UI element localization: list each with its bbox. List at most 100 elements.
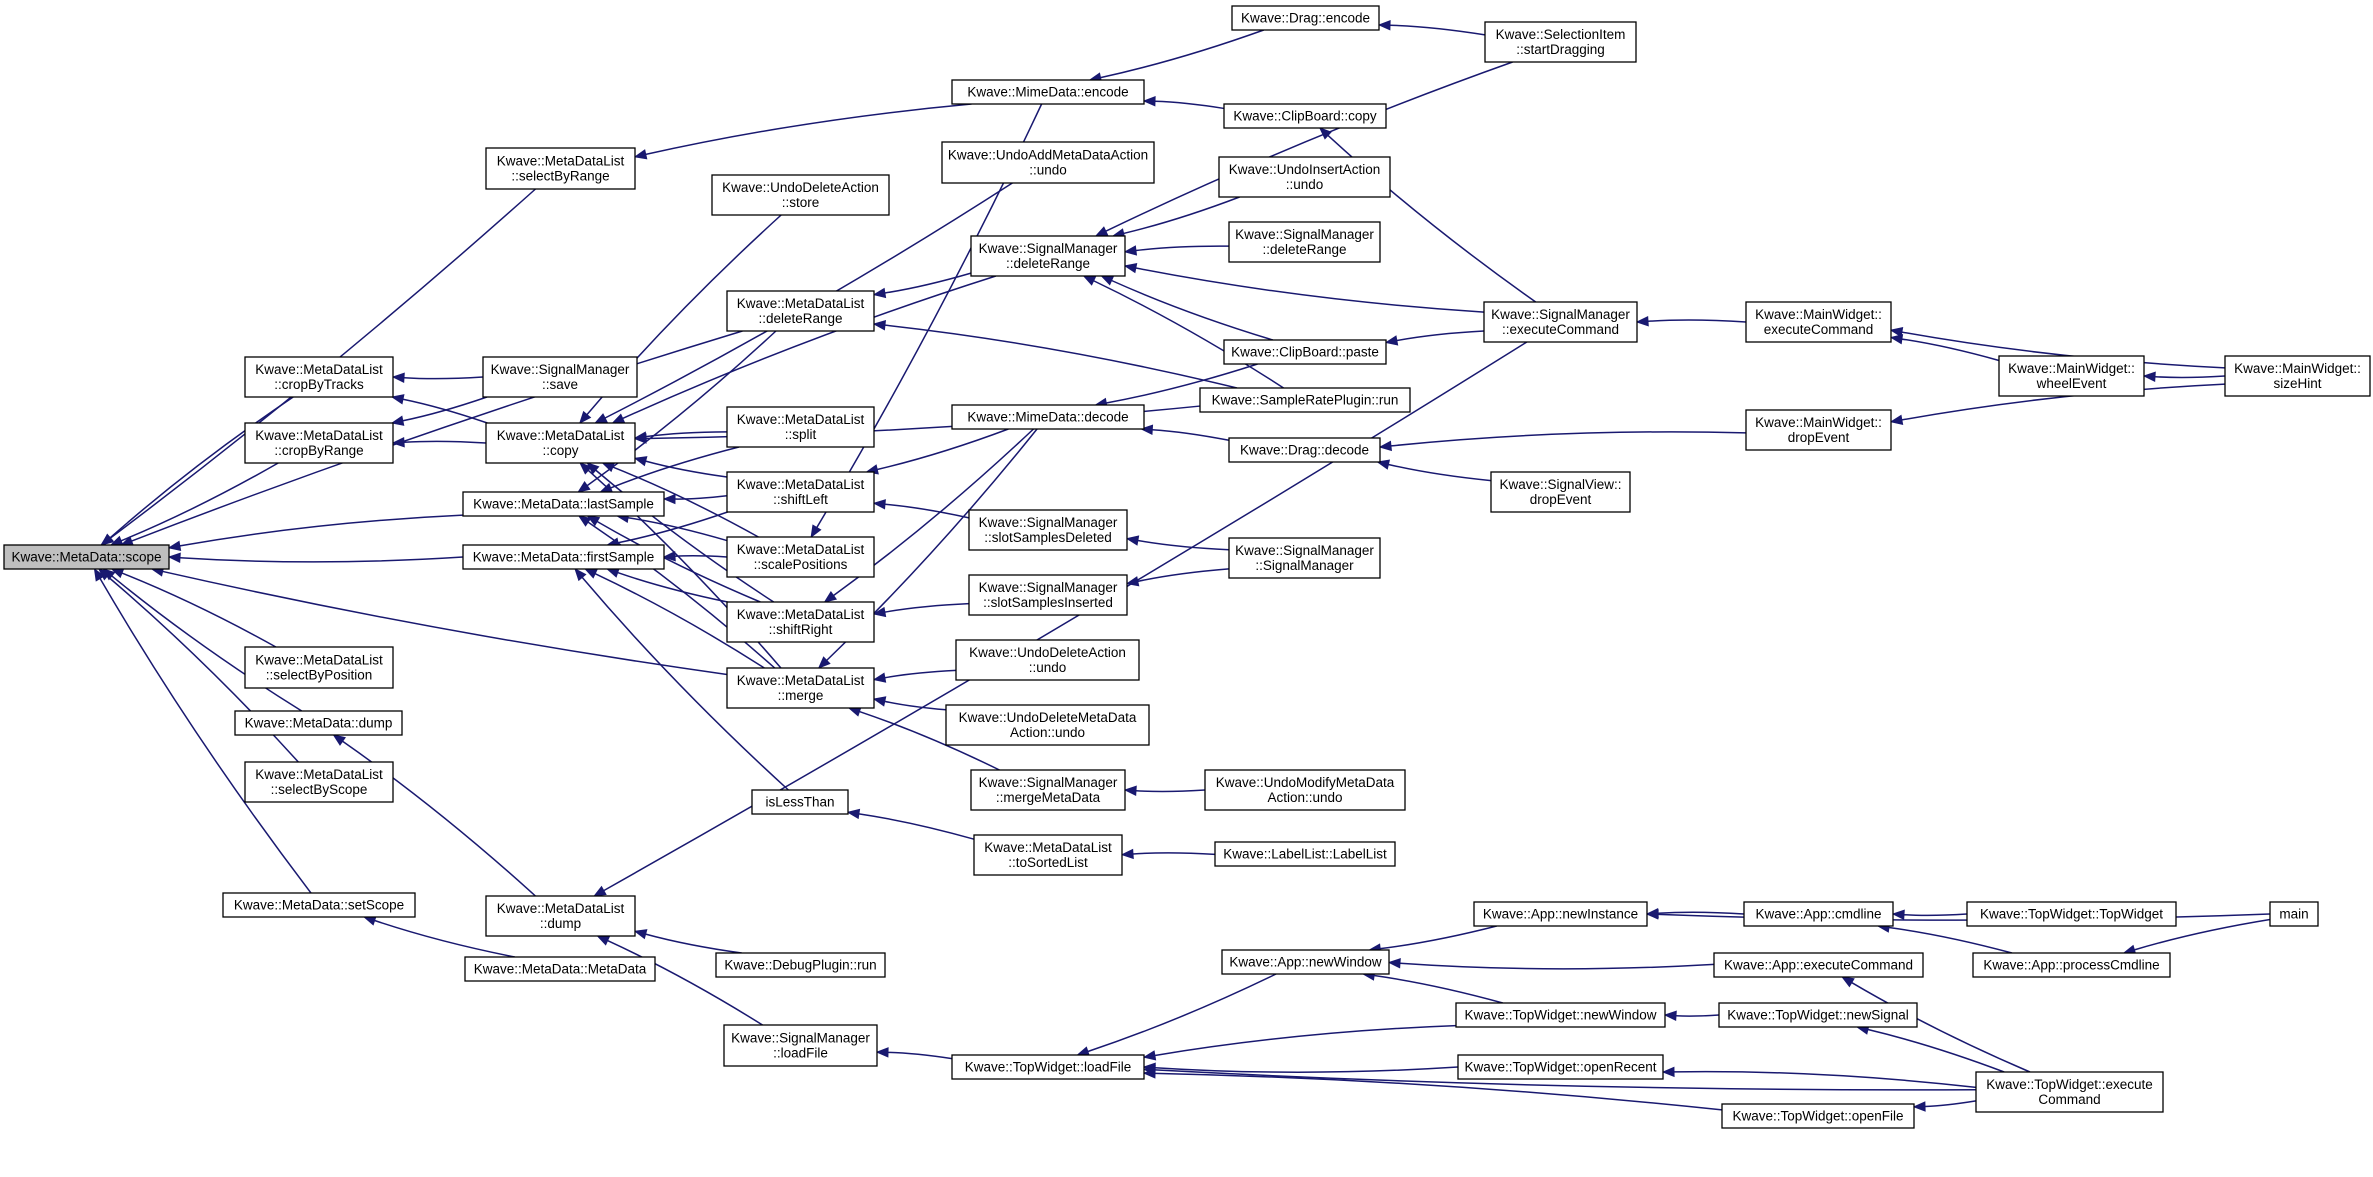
node-box xyxy=(485,147,636,190)
node-mdlCopy[interactable]: Kwave::MetaDataList::copy xyxy=(485,422,636,464)
node-labelList[interactable]: Kwave::LabelList::LabelList xyxy=(1214,841,1396,867)
node-smMergeMetaData[interactable]: Kwave::SignalManager::mergeMetaData xyxy=(970,769,1126,811)
node-mwSizeHint[interactable]: Kwave::MainWidget::sizeHint xyxy=(2224,355,2371,397)
node-appNewWindow[interactable]: Kwave::App::newWindow xyxy=(1221,949,1390,975)
call-edge-mwWheelEvent-to-mwExecuteCommand xyxy=(1889,333,2000,362)
node-smSlotDeleted[interactable]: Kwave::SignalManager::slotSamplesDeleted xyxy=(968,509,1128,551)
node-mwWheelEvent[interactable]: Kwave::MainWidget::wheelEvent xyxy=(1998,355,2145,397)
node-twCtor[interactable]: Kwave::TopWidget::TopWidget xyxy=(1966,901,2177,927)
node-cropByTracks[interactable]: Kwave::MetaDataList::cropByTracks xyxy=(244,356,394,398)
node-mdDump[interactable]: Kwave::MetaData::dump xyxy=(234,710,403,736)
node-label: Kwave::MetaDataList xyxy=(497,154,625,169)
node-label: Kwave::MetaDataList xyxy=(255,767,383,782)
node-dragDecode[interactable]: Kwave::Drag::decode xyxy=(1228,437,1381,463)
arrowhead-icon xyxy=(1125,535,1140,546)
node-selectByScope[interactable]: Kwave::MetaDataList::selectByScope xyxy=(244,761,394,803)
edge-line xyxy=(99,578,312,894)
node-box xyxy=(1745,409,1892,451)
node-twExecuteCommand[interactable]: Kwave::TopWidget::executeCommand xyxy=(1975,1071,2164,1113)
node-box xyxy=(1490,471,1631,513)
node-isLessThan[interactable]: isLessThan xyxy=(751,789,849,815)
node-label: Kwave::DebugPlugin::run xyxy=(724,958,876,973)
node-label: ::store xyxy=(782,195,820,210)
arrowhead-icon xyxy=(1142,96,1156,107)
node-appProcessCmdline[interactable]: Kwave::App::processCmdline xyxy=(1972,952,2171,978)
node-twOpenRecent[interactable]: Kwave::TopWidget::openRecent xyxy=(1457,1054,1664,1080)
node-appCmdline[interactable]: Kwave::App::cmdline xyxy=(1743,901,1894,927)
node-debugRun[interactable]: Kwave::DebugPlugin::run xyxy=(715,952,886,978)
node-mimeEncode[interactable]: Kwave::MimeData::encode xyxy=(951,79,1145,105)
node-twOpenFile[interactable]: Kwave::TopWidget::openFile xyxy=(1721,1103,1915,1129)
node-mwDropEvent[interactable]: Kwave::MainWidget::dropEvent xyxy=(1745,409,1892,451)
edge-line xyxy=(2134,918,2271,951)
node-svDropEvent[interactable]: Kwave::SignalView::dropEvent xyxy=(1490,471,1631,513)
node-main[interactable]: main xyxy=(2269,901,2319,927)
call-edge-mdlShiftLeft-to-mdlCopy xyxy=(633,456,728,478)
arrowhead-icon xyxy=(1663,1010,1677,1021)
arrowhead-icon xyxy=(1889,414,1904,425)
node-label: Kwave::MetaData::lastSample xyxy=(473,497,654,512)
node-smDeleteRange2[interactable]: Kwave::SignalManager::deleteRange xyxy=(1228,221,1381,263)
node-smLoadFile[interactable]: Kwave::SignalManager::loadFile xyxy=(723,1024,878,1067)
node-mdCtor[interactable]: Kwave::MetaData::MetaData xyxy=(464,956,656,982)
edge-line xyxy=(1657,913,2271,921)
node-scope[interactable]: Kwave::MetaData::scope xyxy=(3,544,170,570)
node-smDeleteRange[interactable]: Kwave::SignalManager::deleteRange xyxy=(970,235,1126,277)
node-twNewSignal[interactable]: Kwave::TopWidget::newSignal xyxy=(1718,1002,1918,1028)
node-selectByPosition[interactable]: Kwave::MetaDataList::selectByPosition xyxy=(244,646,394,689)
node-dragEncode[interactable]: Kwave::Drag::encode xyxy=(1231,5,1380,31)
call-edge-appExecuteCommand-to-appNewWindow xyxy=(1387,958,1715,970)
call-edge-mdlMerge-to-scope xyxy=(150,566,728,676)
node-label: Kwave::TopWidget::newWindow xyxy=(1464,1008,1656,1023)
node-mdlMerge[interactable]: Kwave::MetaDataList::merge xyxy=(726,667,875,709)
node-label: Kwave::App::newWindow xyxy=(1229,955,1382,970)
call-edge-lastSample-to-scope xyxy=(167,514,464,552)
edge-line xyxy=(402,398,488,424)
node-appNewInstance[interactable]: Kwave::App::newInstance xyxy=(1473,901,1648,927)
node-label: ::undo xyxy=(1029,163,1067,178)
node-box xyxy=(1218,156,1391,198)
node-box xyxy=(485,895,636,937)
node-lastSample[interactable]: Kwave::MetaData::lastSample xyxy=(462,491,665,517)
node-selectByRange[interactable]: Kwave::MetaDataList::selectByRange xyxy=(485,147,636,190)
node-mdlScalePositions[interactable]: Kwave::MetaDataList::scalePositions xyxy=(726,536,875,578)
node-twNewWindow[interactable]: Kwave::TopWidget::newWindow xyxy=(1455,1002,1666,1028)
node-mwExecuteCommand[interactable]: Kwave::MainWidget::executeCommand xyxy=(1745,301,1892,343)
call-edge-selectByPosition-to-scope xyxy=(110,568,277,648)
node-cbCopy[interactable]: Kwave::ClipBoard::copy xyxy=(1223,103,1387,129)
node-box xyxy=(462,491,665,517)
call-edge-firstSample-to-scope xyxy=(167,552,464,563)
edge-line xyxy=(1888,926,2013,954)
node-mdlShiftLeft[interactable]: Kwave::MetaDataList::shiftLeft xyxy=(726,471,875,513)
node-twLoadFile[interactable]: Kwave::TopWidget::loadFile xyxy=(951,1054,1145,1080)
node-uiaUndo[interactable]: Kwave::UndoInsertAction::undo xyxy=(1218,156,1391,198)
node-udaStore[interactable]: Kwave::UndoDeleteAction::store xyxy=(711,174,890,216)
node-smExecuteCommand[interactable]: Kwave::SignalManager::executeCommand xyxy=(1483,301,1638,343)
node-cbPaste[interactable]: Kwave::ClipBoard::paste xyxy=(1223,339,1387,365)
node-mdlToSortedList[interactable]: Kwave::MetaDataList::toSortedList xyxy=(973,834,1123,876)
node-siStartDragging[interactable]: Kwave::SelectionItem::startDragging xyxy=(1484,21,1637,63)
node-smSave[interactable]: Kwave::SignalManager::save xyxy=(482,356,638,398)
node-setScope[interactable]: Kwave::MetaData::setScope xyxy=(222,892,416,918)
node-smCtor[interactable]: Kwave::SignalManager::SignalManager xyxy=(1228,537,1381,579)
node-mdlShiftRight[interactable]: Kwave::MetaDataList::shiftRight xyxy=(726,601,875,643)
node-mdlDeleteRange[interactable]: Kwave::MetaDataList::deleteRange xyxy=(726,290,875,332)
node-appExecuteCommand[interactable]: Kwave::App::executeCommand xyxy=(1713,952,1924,978)
node-srpRun[interactable]: Kwave::SampleRatePlugin::run xyxy=(1199,387,1411,413)
node-mimeDecode[interactable]: Kwave::MimeData::decode xyxy=(951,404,1145,430)
node-smSlotInserted[interactable]: Kwave::SignalManager::slotSamplesInserte… xyxy=(968,574,1128,616)
edge-line xyxy=(1154,1066,1459,1073)
node-uamdUndo[interactable]: Kwave::UndoAddMetaDataAction::undo xyxy=(941,141,1155,184)
node-label: Kwave::UndoDeleteMetaData xyxy=(959,710,1137,725)
arrowhead-icon xyxy=(1635,316,1649,327)
node-cropByRange[interactable]: Kwave::MetaDataList::cropByRange xyxy=(244,422,394,464)
call-edge-srpRun-to-smDeleteRange xyxy=(1082,275,1284,389)
node-mdlDump[interactable]: Kwave::MetaDataList::dump xyxy=(485,895,636,937)
node-label: Kwave::SignalManager xyxy=(979,580,1118,595)
node-mdlSplit[interactable]: Kwave::MetaDataList::split xyxy=(726,406,875,448)
node-udaUndo[interactable]: Kwave::UndoDeleteAction::undo xyxy=(955,639,1140,681)
node-firstSample[interactable]: Kwave::MetaData::firstSample xyxy=(462,544,665,570)
arrowhead-icon xyxy=(2142,371,2156,382)
